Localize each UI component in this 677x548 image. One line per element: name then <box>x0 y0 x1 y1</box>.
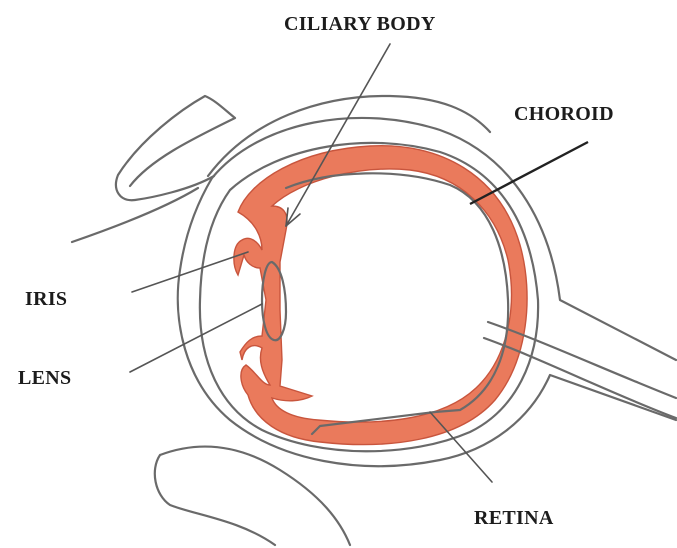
label-iris: IRIS <box>25 288 67 310</box>
leader-lens <box>130 304 262 372</box>
label-choroid: CHOROID <box>514 103 614 125</box>
label-lens: LENS <box>18 367 71 389</box>
leader-ciliary-body <box>286 44 390 226</box>
label-retina: RETINA <box>474 507 554 529</box>
leader-iris <box>132 252 248 292</box>
leader-ciliary-body-arrow-a <box>286 214 300 226</box>
label-ciliary-body: CILIARY BODY <box>284 13 436 35</box>
choroid-layer <box>234 146 527 445</box>
leader-choroid <box>470 142 588 204</box>
